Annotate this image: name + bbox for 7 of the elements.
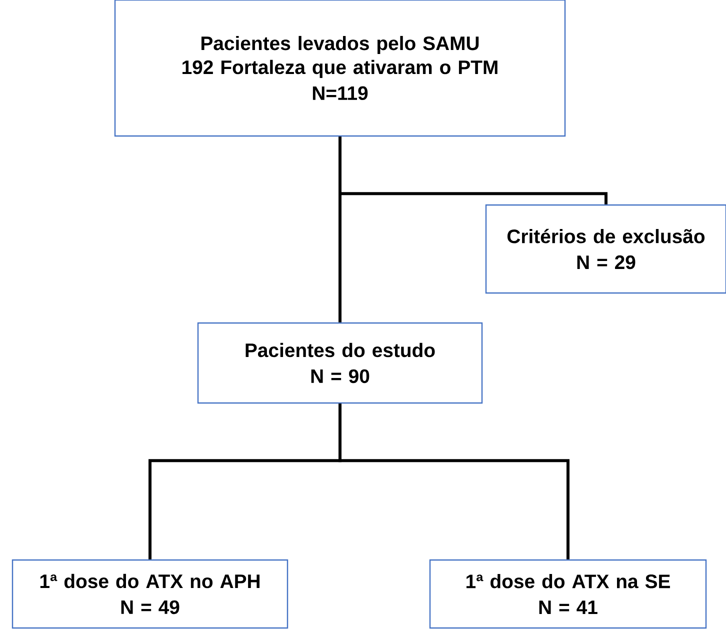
- process-box: Critérios de exclusão N = 29: [485, 204, 726, 294]
- process-box: Pacientes do estudo N = 90: [197, 322, 483, 404]
- process-box: 1ª dose do ATX no APH N = 49: [12, 559, 288, 629]
- process-box: 1ª dose do ATX na SE N = 41: [429, 559, 707, 629]
- process-box: Pacientes levados pelo SAMU 192 Fortaleza que ativaram o PTM N=119: [114, 0, 566, 137]
- connector-line: [338, 136, 608, 204]
- connector-line: [338, 404, 570, 560]
